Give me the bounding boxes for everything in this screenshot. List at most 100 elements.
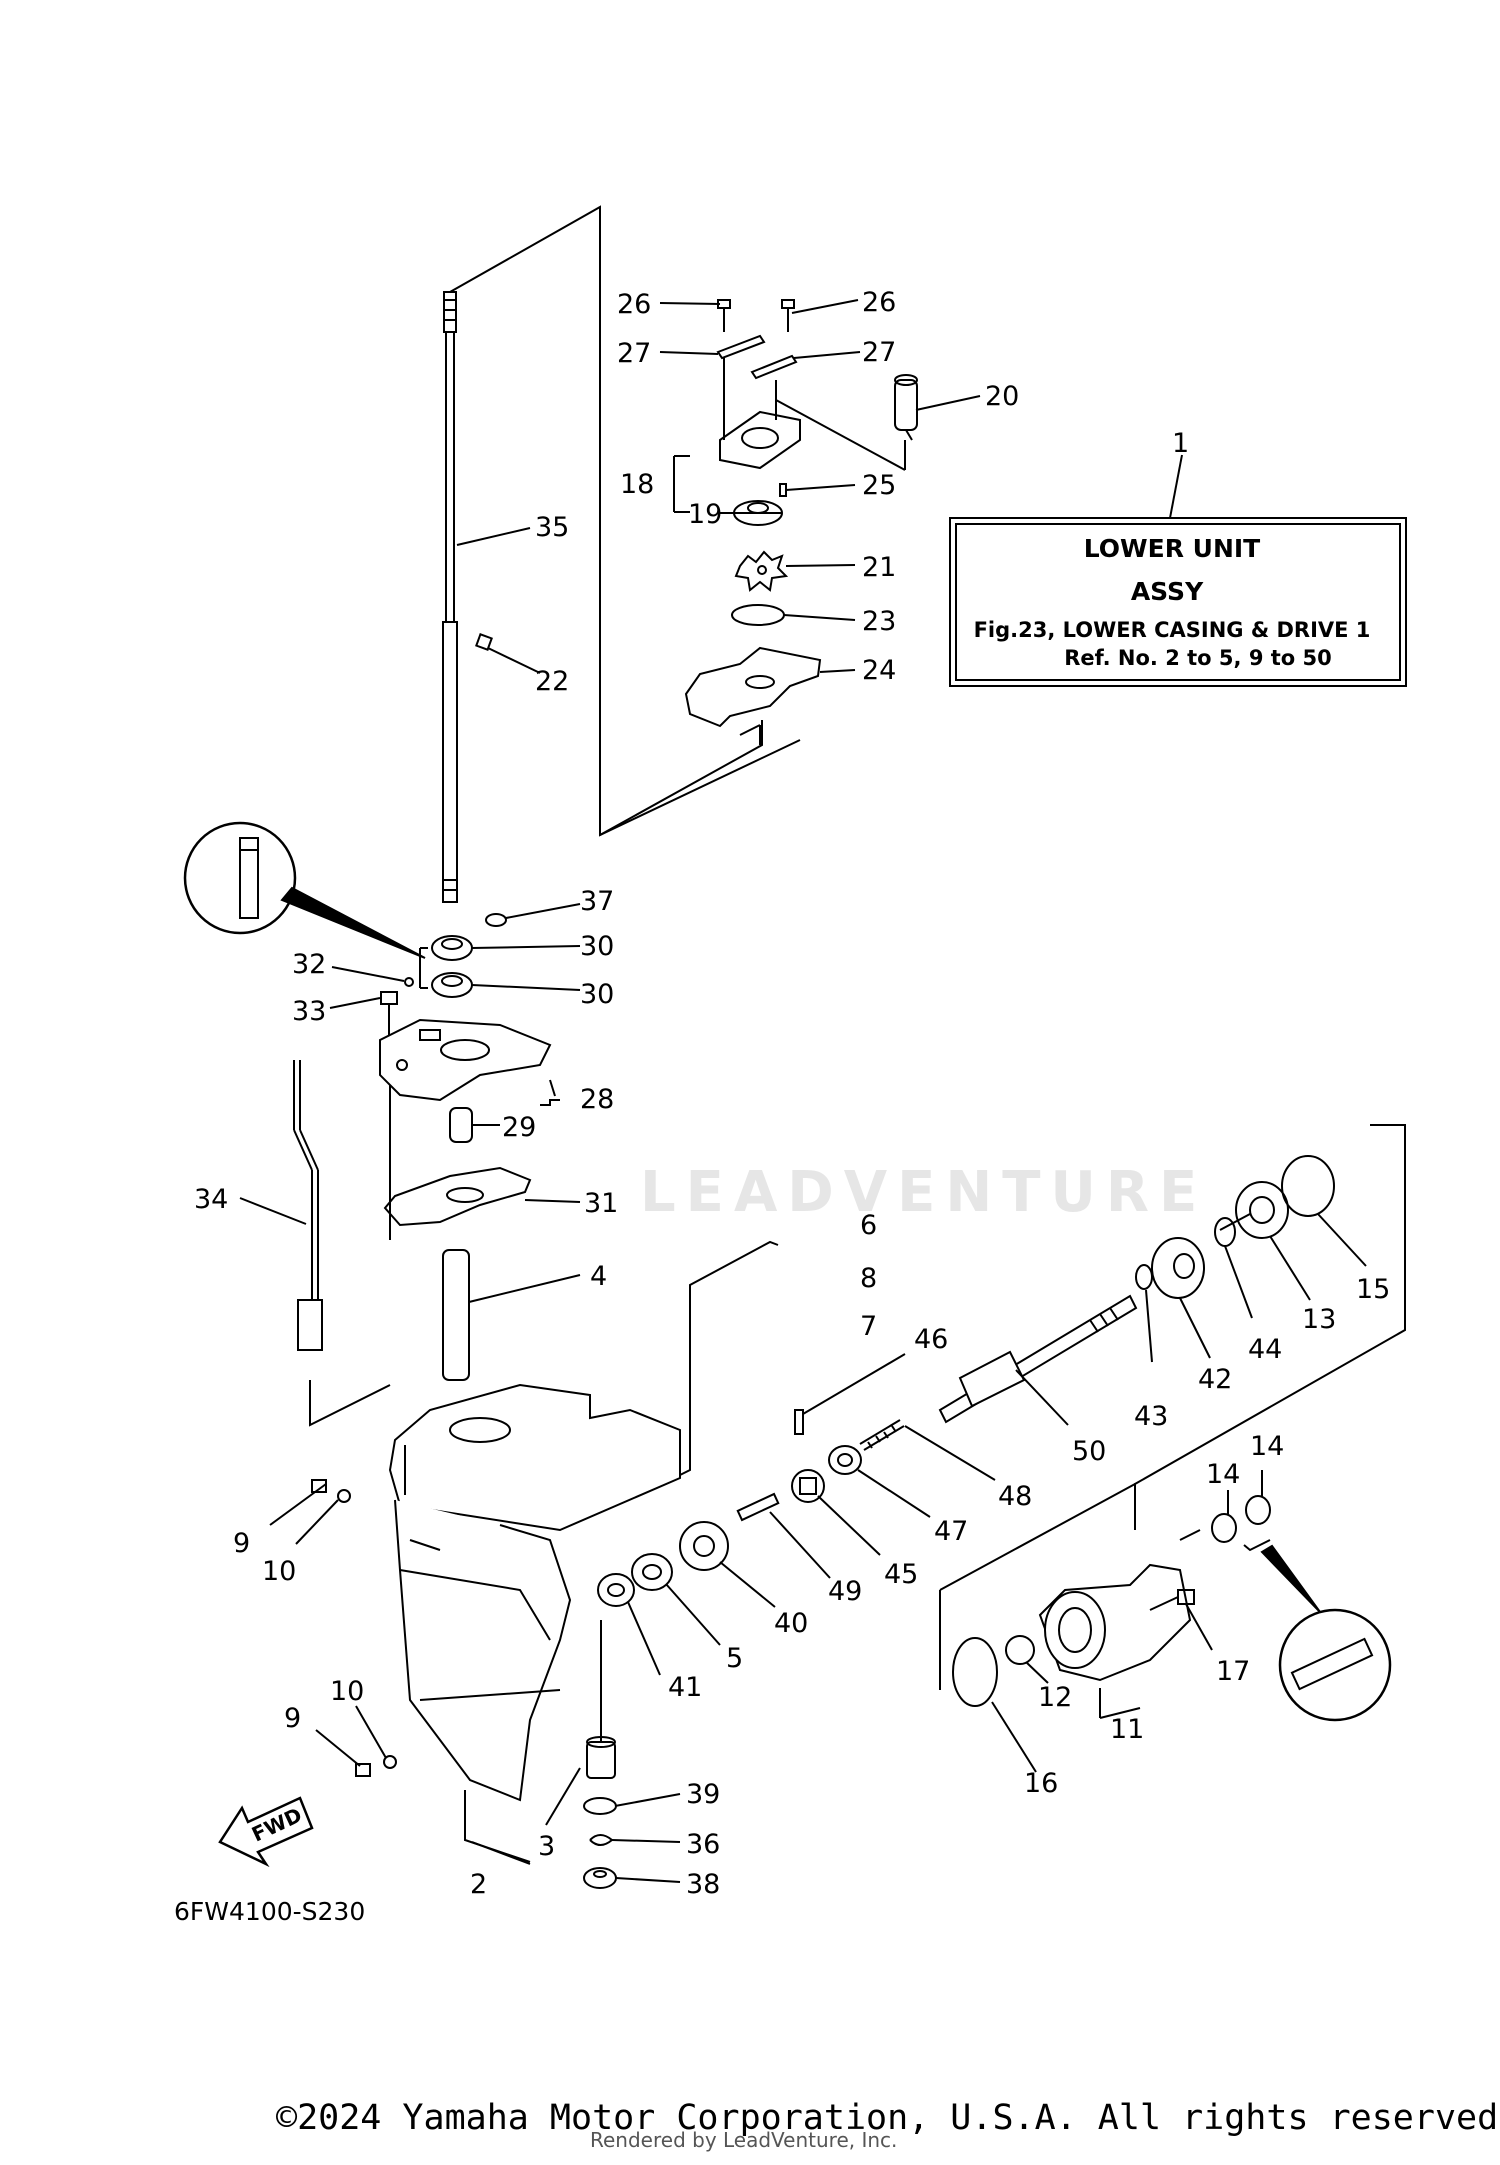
- drive-shaft: [442, 291, 458, 903]
- callout-47: 47: [934, 1516, 968, 1547]
- oil-seal-41: [597, 1573, 635, 1607]
- copyright-notice: ©2024 Yamaha Motor Corporation, U.S.A. A…: [276, 2098, 1500, 2138]
- callout-30b: 30: [580, 979, 614, 1010]
- info-box-inner: [955, 523, 1401, 681]
- bearing-30b: [431, 972, 473, 998]
- callout-22: 22: [535, 666, 569, 697]
- water-tube-20: [894, 374, 918, 441]
- info-box-outer: [949, 517, 1407, 687]
- callout-21: 21: [862, 552, 896, 583]
- callout-29: 29: [502, 1112, 536, 1143]
- callout-14a: 14: [1206, 1459, 1240, 1490]
- oil-seal-14b: [1245, 1495, 1271, 1525]
- propeller-shaft-housing-11: [1038, 1563, 1192, 1682]
- callout-48: 48: [998, 1481, 1032, 1512]
- callout-23: 23: [862, 606, 896, 637]
- callout-38: 38: [686, 1869, 720, 1900]
- callout-6: 6: [860, 1210, 877, 1241]
- callout-35: 35: [535, 512, 569, 543]
- callout-15: 15: [1356, 1274, 1390, 1305]
- callout-25: 25: [862, 470, 896, 501]
- ball-32: [404, 977, 414, 987]
- bolt-9b: [355, 1763, 371, 1777]
- bolt-9a: [311, 1479, 327, 1493]
- washer-44: [1214, 1217, 1236, 1247]
- callout-9b: 9: [284, 1703, 301, 1734]
- gasket-27b: [750, 354, 798, 380]
- oil-seal-housing-28: [379, 1018, 552, 1102]
- watermark: LEADVENTURE: [640, 1160, 1208, 1225]
- pin-25: [779, 483, 787, 497]
- plate-24: [684, 646, 822, 728]
- water-tube-4: [442, 1249, 470, 1381]
- pin-46: [794, 1409, 804, 1435]
- callout-28: 28: [580, 1084, 614, 1115]
- callout-9a: 9: [233, 1528, 250, 1559]
- callout-31: 31: [584, 1188, 618, 1219]
- propeller-shaft-50: [938, 1294, 1138, 1424]
- rendered-by: Rendered by LeadVenture, Inc.: [590, 2128, 898, 2152]
- impeller-21: [734, 550, 789, 592]
- shim-43: [1135, 1264, 1153, 1290]
- spring-48: [859, 1419, 905, 1451]
- bearing-5: [631, 1553, 673, 1591]
- callout-20: 20: [985, 381, 1019, 412]
- callout-45: 45: [884, 1559, 918, 1590]
- woodruff-key: [475, 633, 493, 651]
- pump-housing: [719, 358, 801, 470]
- callout-19: 19: [688, 499, 722, 530]
- reverse-gear-42: [1151, 1237, 1205, 1299]
- callout-49: 49: [828, 1576, 862, 1607]
- circlip-37: [485, 913, 507, 927]
- callout-17: 17: [1216, 1656, 1250, 1687]
- info-box-line1: Fig.23, LOWER CASING & DRIVE 1: [974, 618, 1371, 642]
- shift-rod-34: [293, 1060, 323, 1351]
- fwd-arrow: [218, 1796, 314, 1868]
- oil-seal-14a: [1211, 1513, 1237, 1543]
- dog-clutch-45: [791, 1469, 825, 1503]
- callout-3: 3: [538, 1831, 555, 1862]
- callout-2: 2: [470, 1869, 487, 1900]
- callout-18: 18: [620, 469, 654, 500]
- callout-40: 40: [774, 1608, 808, 1639]
- bearing-30a: [431, 935, 473, 961]
- callout-7: 7: [860, 1311, 877, 1342]
- callout-27b: 27: [862, 337, 896, 368]
- callout-26a: 26: [617, 289, 651, 320]
- callout-27a: 27: [617, 338, 651, 369]
- bushing-3: [586, 1736, 616, 1779]
- callout-37: 37: [580, 886, 614, 917]
- callout-16: 16: [1024, 1768, 1058, 1799]
- oil-seal-12: [1005, 1635, 1035, 1665]
- o-ring-16: [952, 1637, 998, 1707]
- callout-5: 5: [726, 1643, 743, 1674]
- callout-14b: 14: [1250, 1431, 1284, 1462]
- callout-1: 1: [1172, 428, 1189, 459]
- callout-41: 41: [668, 1672, 702, 1703]
- grease-callout-bottom: [1278, 1608, 1392, 1722]
- info-box-title: LOWER UNIT: [1084, 534, 1260, 563]
- lower-casing: [388, 1383, 681, 1802]
- callout-12: 12: [1038, 1682, 1072, 1713]
- gasket-31: [383, 1166, 532, 1227]
- callout-26b: 26: [862, 287, 896, 318]
- callout-30a: 30: [580, 931, 614, 962]
- callout-34: 34: [194, 1184, 228, 1215]
- o-ring-23: [731, 604, 785, 626]
- callout-46: 46: [914, 1324, 948, 1355]
- callout-11: 11: [1110, 1714, 1144, 1745]
- callout-39: 39: [686, 1779, 720, 1810]
- washer-10b: [383, 1755, 397, 1769]
- diagram-code: 6FW4100-S230: [174, 1897, 365, 1926]
- info-box-line2: Ref. No. 2 to 5, 9 to 50: [1064, 646, 1332, 670]
- o-ring-15: [1281, 1155, 1335, 1217]
- callout-43: 43: [1134, 1401, 1168, 1432]
- pump-bolt-26b: [781, 299, 795, 332]
- forward-gear-40: [679, 1521, 729, 1571]
- circlip-36: [589, 1834, 614, 1846]
- spring-47: [828, 1445, 862, 1475]
- callout-36: 36: [686, 1829, 720, 1860]
- callout-13: 13: [1302, 1304, 1336, 1335]
- info-box-subtitle: ASSY: [1131, 577, 1204, 606]
